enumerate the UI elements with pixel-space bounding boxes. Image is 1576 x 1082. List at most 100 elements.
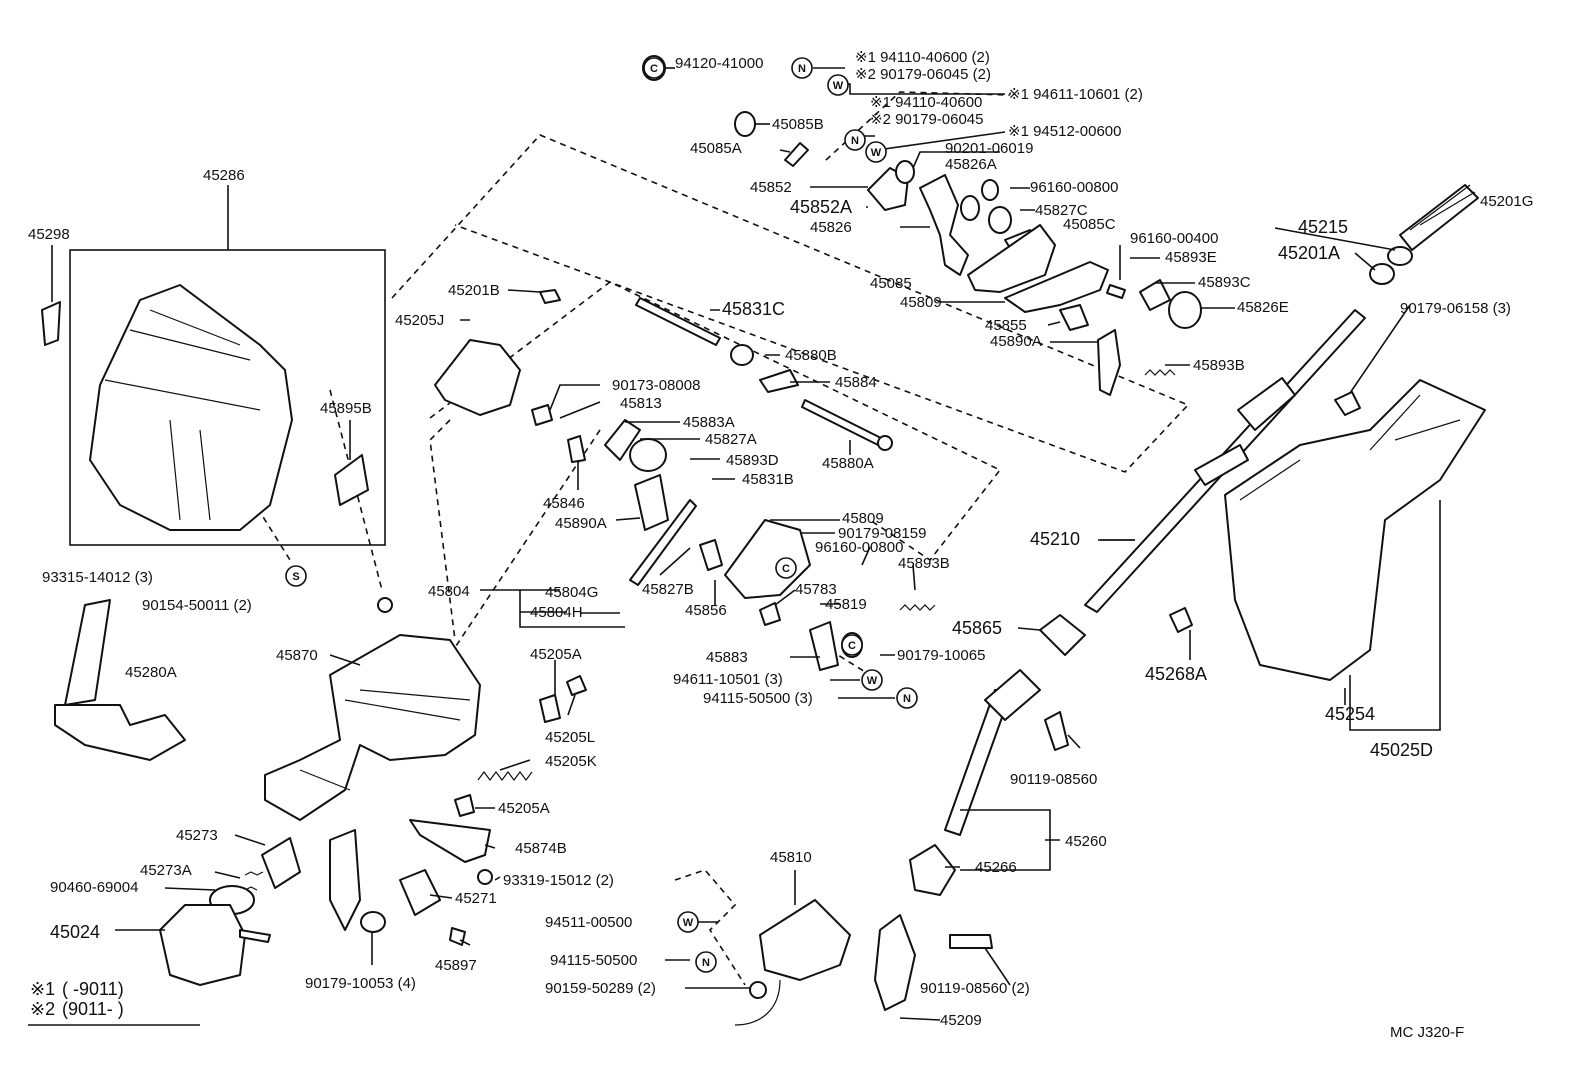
pin-45846-part: [567, 435, 586, 463]
cam-45826E-part: [1168, 291, 1202, 329]
bolt-90119a-part: [1044, 711, 1069, 751]
label-p45210: 45210: [1030, 529, 1080, 549]
bushing-45205L-part: [566, 675, 587, 696]
label-p45831B: 45831B: [742, 471, 794, 488]
label-p45893B_c: 45893B: [898, 555, 950, 572]
actuator-45856-part: [699, 539, 723, 571]
label-p45809b: 45809: [842, 510, 884, 527]
label-p45201G: 45201G: [1480, 193, 1533, 210]
lever-45893C-part: [1139, 279, 1171, 311]
label-p93319: 93319-15012 (2): [503, 872, 614, 889]
label-p90119b: 90119-08560 (2): [920, 980, 1030, 997]
label-p45085C: 45085C: [1063, 216, 1116, 233]
label-p45024: 45024: [50, 922, 100, 942]
spring-45205K-part: [477, 771, 533, 781]
label-p93315: 93315-14012 (3): [42, 569, 153, 586]
circlip-symbol-letter: C: [782, 563, 790, 575]
label-n1b: ※1 94110-40600: [870, 94, 982, 111]
circlip-symbol-icon: C: [643, 57, 665, 79]
bolt-90119b-part: [949, 934, 993, 949]
label-p45827B: 45827B: [642, 581, 694, 598]
label-p90119a: 90119-08560: [1010, 771, 1097, 788]
label-p94120: 94120-41000: [675, 55, 763, 72]
cable-45804-part: [629, 499, 697, 586]
spring-45893B-center-part: [899, 604, 936, 611]
bushing-45266-part: [909, 844, 956, 896]
washer-symbol-letter: W: [683, 917, 694, 929]
rod-end-45880A-part: [877, 435, 893, 451]
lever-45883A-part: [604, 419, 641, 461]
label-n2b: ※2 90179-06045: [870, 111, 984, 128]
rod-45880A-part: [801, 399, 886, 448]
label-p45810: 45810: [770, 849, 812, 866]
upper-subassembly-dashed-outline: [391, 134, 1190, 473]
label-p45897: 45897: [435, 957, 477, 974]
label-p45254: 45254: [1325, 704, 1375, 724]
tube-section-part: [1194, 444, 1249, 486]
label-p45273A: 45273A: [140, 862, 192, 879]
label-p94115a: 94115-50500 (3): [703, 690, 813, 707]
label-p90179_06158: 90179-06158 (3): [1400, 300, 1511, 317]
label-p90159: 90159-50289 (2): [545, 980, 656, 997]
joint-45209-part: [874, 914, 916, 1011]
label-p90179_08159: 90179-08159: [838, 525, 926, 542]
label-p90201: 90201-06019: [945, 140, 1033, 157]
washer-symbol-letter: W: [833, 80, 844, 92]
label-p45893C: 45893C: [1198, 274, 1251, 291]
label-p45893D: 45893D: [726, 452, 779, 469]
label-p45205A_b: 45205A: [498, 800, 550, 817]
nut-90154-part: [377, 597, 393, 613]
label-p45209: 45209: [940, 1012, 982, 1029]
bushing-45201A-part: [1369, 263, 1395, 285]
label-p45205J: 45205J: [395, 312, 444, 329]
joint-upper-45260-part: [984, 669, 1041, 721]
bushing-45826A-part: [960, 195, 980, 221]
label-p45855: 45855: [985, 317, 1027, 334]
label-p45809a: 45809: [900, 294, 942, 311]
lever-45890A-center-part: [634, 474, 669, 531]
bracket-45085-part: [967, 224, 1056, 293]
label-p45865: 45865: [952, 618, 1002, 638]
circlip-symbol-letter: C: [650, 63, 658, 75]
label-p45085B: 45085B: [772, 116, 824, 133]
label-p90460: 90460-69004: [50, 879, 138, 896]
nut-symbol-letter: N: [798, 63, 806, 75]
switch-45810-part: [759, 899, 851, 981]
bracket-45205J-part: [434, 339, 521, 416]
knob-45880B-part: [730, 344, 754, 366]
footnote-2-text: (9011- ): [62, 999, 124, 1019]
bushing-45827C-part: [988, 206, 1012, 234]
grommet-90179-10053-part: [360, 911, 386, 933]
label-p45804H: 45804H: [530, 604, 583, 621]
block-45813-part: [531, 404, 553, 426]
label-n1a: ※1 94110-40600 (2): [855, 49, 990, 66]
leader-lines: [115, 289, 1346, 1021]
label-p96160c: 96160-00800: [815, 539, 903, 556]
nut-90179-06158-part: [1334, 391, 1361, 416]
bracket-45280A-part: [64, 599, 111, 706]
spring-96160a-part: [981, 179, 999, 201]
circlip-symbol-icon: C: [841, 634, 863, 656]
clip-45271-part: [399, 869, 441, 916]
pin-45085A-part: [784, 142, 809, 167]
nut-symbol-letter: N: [903, 693, 911, 705]
label-w1: ※1 94611-10601 (2): [1008, 86, 1143, 103]
bolt-45897-part: [449, 927, 466, 946]
screw-symbol-letter: S: [292, 571, 299, 583]
lever-45890A-right-part: [1097, 329, 1121, 396]
spring-45893B-right-part: [1144, 369, 1176, 376]
label-p90179_10053: 90179-10053 (4): [305, 975, 416, 992]
label-p90173: 90173-08008: [612, 377, 700, 394]
nut-93319-part: [477, 869, 493, 885]
washer-symbol-letter: W: [871, 147, 882, 159]
label-p45201A: 45201A: [1278, 243, 1340, 263]
label-p45852: 45852: [750, 179, 792, 196]
label-p45890A_r: 45890A: [990, 333, 1042, 350]
lock-subassembly-dashed-outline: [429, 281, 1002, 562]
label-p45260: 45260: [1065, 833, 1107, 850]
clip-45298-part: [41, 301, 61, 346]
label-p96160b: 96160-00400: [1130, 230, 1218, 247]
label-p45870: 45870: [276, 647, 318, 664]
washer-90201-part: [895, 160, 915, 184]
label-w2: ※1 94512-00600: [1008, 123, 1122, 140]
